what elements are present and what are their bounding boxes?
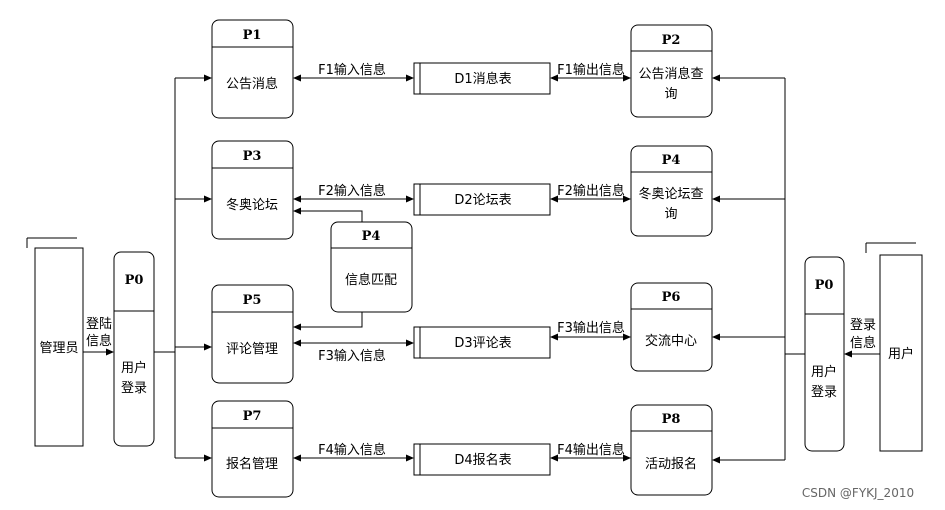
process-p2-name-line2: 询	[664, 87, 677, 102]
info-match-connectors	[293, 207, 363, 331]
watermark: CSDN @FYKJ_2010	[802, 486, 914, 500]
right-trunk-flows	[712, 74, 805, 464]
user-login-flow: 登录 信息	[844, 318, 880, 358]
process-p5: P5 评论管理	[211, 284, 294, 384]
process-p1-name: 公告消息	[226, 76, 278, 92]
process-p1-id: P1	[243, 28, 262, 43]
process-p0-right-id: P0	[815, 278, 834, 293]
process-p0-right-name-line1: 用户	[811, 364, 837, 380]
process-p6-name: 交流中心	[645, 333, 697, 349]
process-p3-name: 冬奥论坛	[226, 197, 278, 213]
flow-f1-output: F1输出信息	[550, 62, 631, 82]
process-p4-center-id: P4	[362, 229, 381, 244]
flow-f4-input-label: F4输入信息	[318, 442, 386, 458]
process-p0-left-id: P0	[125, 273, 144, 288]
process-p3-id: P3	[243, 149, 262, 164]
process-p6-id: P6	[662, 290, 681, 305]
process-p2-name-line1: 公告消息查	[638, 66, 703, 82]
entity-user: 用户	[865, 242, 923, 452]
process-p5-id: P5	[243, 293, 262, 308]
flow-f2-input-label: F2输入信息	[318, 183, 386, 199]
flow-f3-output: F3输出信息	[550, 320, 631, 341]
entity-admin: 管理员	[26, 237, 84, 447]
flow-f3-input: F3输入信息	[293, 339, 414, 364]
process-p2-id: P2	[662, 33, 681, 48]
data-store-d1-label: D1消息表	[454, 71, 511, 87]
flow-f3-input-label: F3输入信息	[318, 348, 386, 364]
flow-f2-input: F2输入信息	[293, 183, 414, 203]
flow-f1-input-label: F1输入信息	[318, 62, 386, 78]
process-p8-name: 活动报名	[645, 456, 697, 472]
user-login-flow-label-line1: 登录	[850, 318, 876, 333]
data-store-d3-label: D3评论表	[454, 336, 511, 351]
process-p0-right-name-line2: 登录	[811, 385, 837, 400]
flow-f1-output-label: F1输出信息	[557, 62, 625, 78]
process-p0-left-name-line1: 用户	[121, 360, 147, 376]
process-p6: P6 交流中心	[630, 282, 713, 372]
flow-f4-output: F4输出信息	[550, 442, 631, 462]
flow-f2-output-label: F2输出信息	[557, 183, 625, 199]
data-store-d3: D3评论表	[413, 326, 551, 359]
flow-f4-output-label: F4输出信息	[557, 442, 625, 458]
process-p0-left-name-line2: 登录	[121, 381, 147, 396]
process-p4-right-id: P4	[662, 153, 681, 168]
flow-f2-output: F2输出信息	[550, 183, 631, 203]
process-p2: P2 公告消息查 询	[630, 24, 713, 118]
data-store-d2-label: D2论坛表	[454, 193, 511, 208]
admin-login-flow: 登陆 信息	[83, 316, 114, 356]
data-store-d4: D4报名表	[413, 443, 551, 476]
process-p0-user-login: P0 用户 登录	[804, 256, 845, 452]
process-p4-center-name: 信息匹配	[345, 272, 397, 288]
left-trunk-flows	[154, 74, 212, 462]
admin-login-flow-label-line2: 信息	[86, 333, 112, 349]
entity-user-label: 用户	[888, 346, 914, 362]
process-p7-name: 报名管理	[226, 456, 278, 472]
process-p7-id: P7	[243, 409, 262, 424]
data-store-d4-label: D4报名表	[454, 452, 511, 468]
process-p8-id: P8	[662, 412, 681, 427]
process-p4-forum-query: P4 冬奥论坛查 询	[630, 145, 713, 237]
process-p3: P3 冬奥论坛	[211, 140, 294, 240]
process-p4-info-match: P4 信息匹配	[330, 221, 413, 313]
process-p7: P7 报名管理	[211, 400, 294, 498]
process-p4-right-name-line1: 冬奥论坛查	[638, 186, 703, 202]
user-login-flow-label-line2: 信息	[850, 335, 876, 351]
admin-login-flow-label-line1: 登陆	[86, 316, 112, 332]
process-p5-name: 评论管理	[226, 342, 278, 357]
data-store-d2: D2论坛表	[413, 183, 551, 216]
data-store-d1: D1消息表	[413, 62, 551, 95]
flow-f4-input: F4输入信息	[293, 442, 414, 462]
flow-f3-output-label: F3输出信息	[557, 320, 625, 336]
process-p8: P8 活动报名	[630, 404, 713, 496]
entity-admin-label: 管理员	[39, 341, 78, 356]
process-p1: P1 公告消息	[211, 19, 294, 119]
flow-f1-input: F1输入信息	[293, 62, 414, 82]
process-p0-admin-login: P0 用户 登录	[113, 251, 155, 447]
process-p4-right-name-line2: 询	[664, 207, 677, 222]
